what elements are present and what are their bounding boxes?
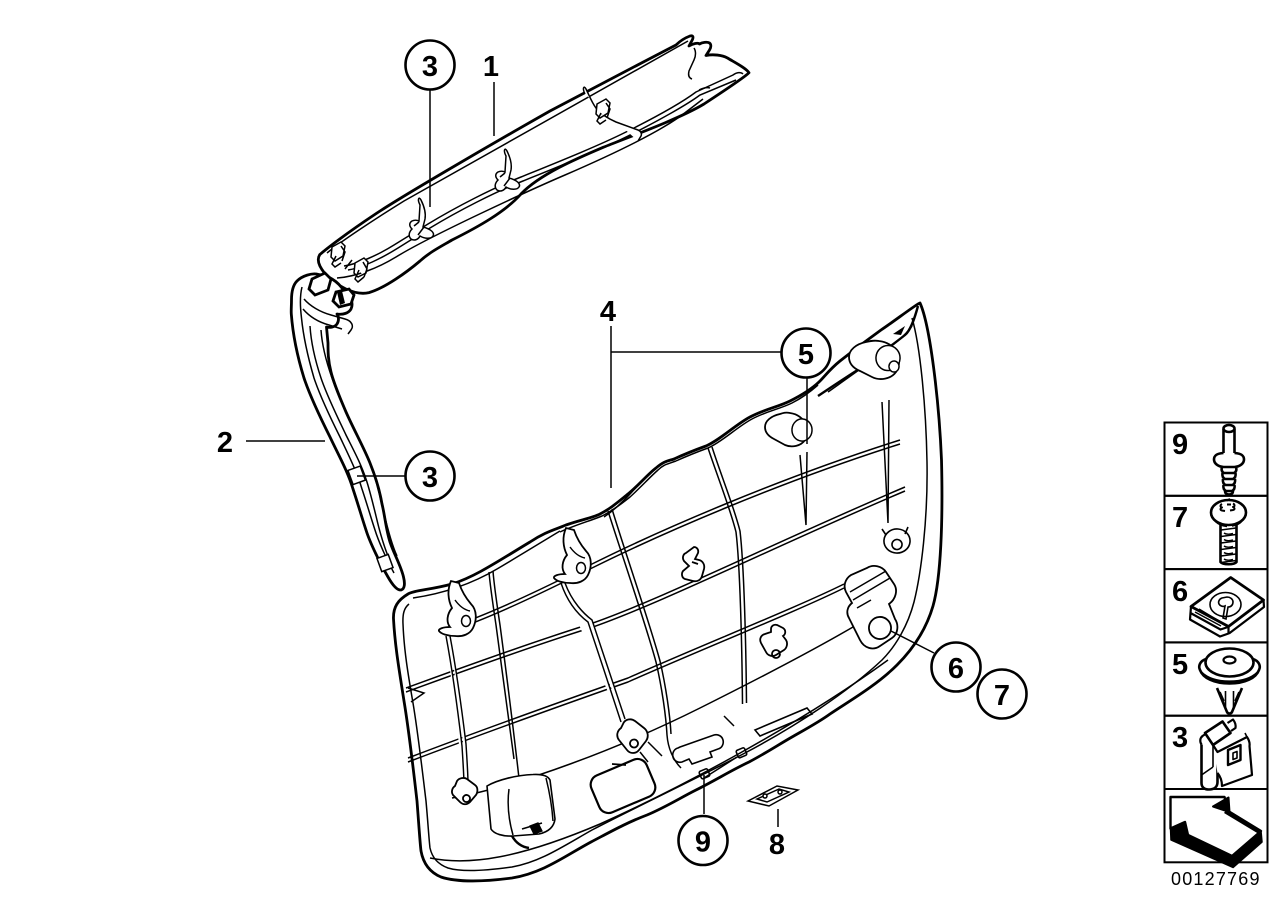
- svg-text:6: 6: [948, 653, 964, 685]
- svg-text:7: 7: [994, 680, 1010, 712]
- svg-text:3: 3: [422, 462, 438, 494]
- svg-text:3: 3: [422, 51, 438, 83]
- svg-text:5: 5: [798, 339, 814, 371]
- svg-text:5: 5: [1172, 649, 1188, 681]
- svg-text:2: 2: [217, 427, 233, 459]
- svg-text:6: 6: [1172, 576, 1188, 608]
- svg-text:00127769: 00127769: [1171, 869, 1261, 889]
- svg-text:1: 1: [483, 51, 499, 83]
- svg-text:4: 4: [600, 296, 616, 328]
- svg-text:7: 7: [1172, 502, 1188, 534]
- svg-text:8: 8: [769, 829, 785, 861]
- svg-text:9: 9: [1172, 429, 1188, 461]
- svg-text:9: 9: [695, 827, 711, 859]
- svg-text:3: 3: [1172, 722, 1188, 754]
